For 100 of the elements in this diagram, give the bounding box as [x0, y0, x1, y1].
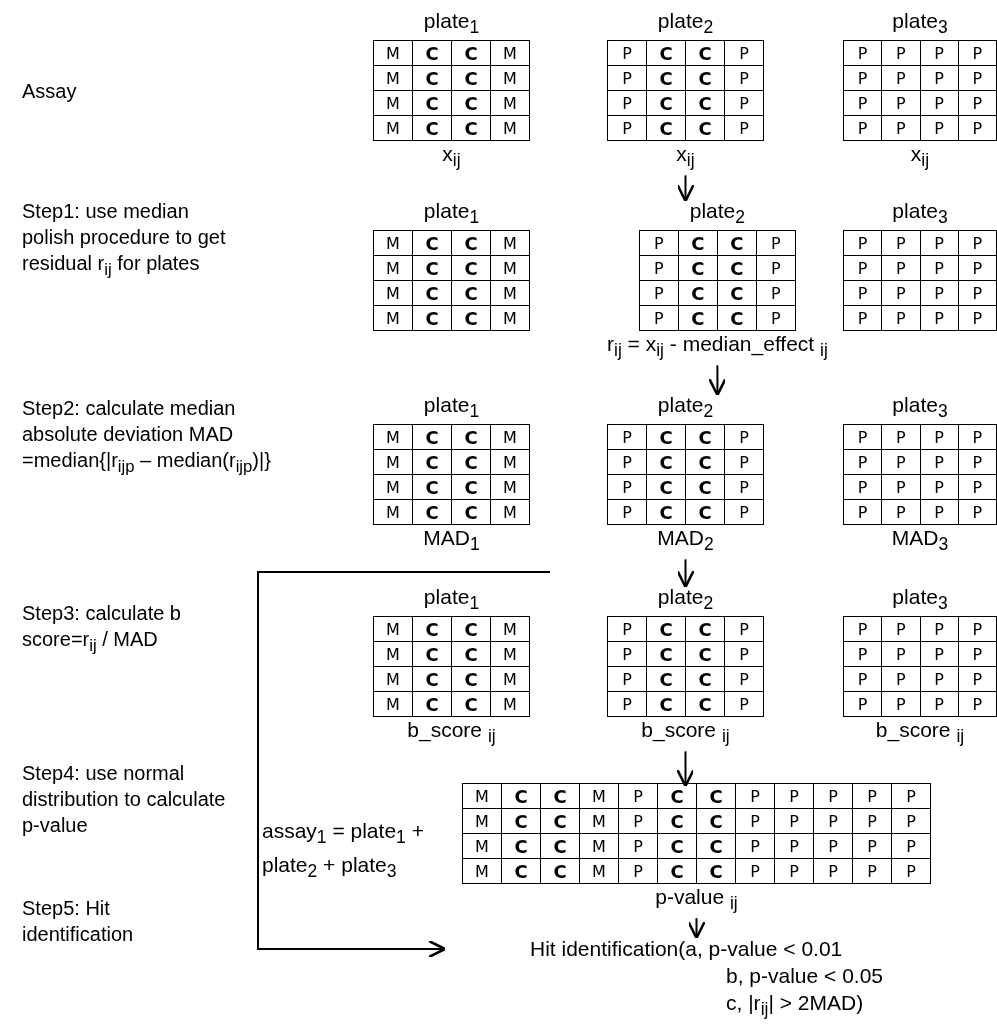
plate-well: P	[881, 280, 920, 306]
plate-well: C	[646, 641, 686, 667]
plate-title: plate$_{1}$	[423, 392, 480, 424]
plate-well: P	[774, 783, 814, 809]
plate-well: C	[451, 666, 491, 692]
step-text: Step1: use median polish procedure to get residual r$_{ij}$ for plates	[22, 199, 227, 281]
plate-well: P	[774, 833, 814, 859]
plate-well: P	[852, 858, 892, 884]
plate-title: plate$_{2}$	[657, 8, 714, 40]
plate-well: M	[373, 499, 413, 525]
formula-text: assay$_{1}$ = plate$_{1}$ + plate$_{2}$ + plate$_{3}$	[262, 818, 425, 884]
plate-well: M	[579, 783, 619, 809]
plate-well: M	[490, 40, 530, 66]
plate-well: M	[490, 65, 530, 91]
plate-well: C	[412, 255, 452, 281]
plate-well: C	[412, 280, 452, 306]
formula-caption: x$_{ij}$	[676, 141, 695, 173]
plate-well: C	[685, 90, 725, 116]
plate-well: P	[958, 305, 997, 331]
plate-well: P	[920, 280, 959, 306]
plate-well: P	[958, 616, 997, 642]
plate-well: M	[373, 474, 413, 500]
plate-well: M	[490, 691, 530, 717]
plate-title: plate$_{3}$	[892, 198, 948, 230]
plate-well: P	[881, 90, 920, 116]
formula-caption: MAD$_{1}$	[423, 525, 480, 557]
plate-well: C	[451, 65, 491, 91]
plate-well: P	[735, 833, 775, 859]
formula-caption: p-value $_{ij}$	[655, 884, 738, 916]
plate-well: C	[657, 783, 697, 809]
plate-well: P	[774, 858, 814, 884]
plate-well: P	[881, 691, 920, 717]
plate-well: P	[607, 616, 647, 642]
plate-well: C	[451, 616, 491, 642]
formula-caption: b_score $_{ij}$	[407, 717, 496, 749]
plate-well: P	[607, 115, 647, 141]
plate-well: M	[462, 833, 502, 859]
plate-well: P	[724, 666, 764, 692]
plate-well: M	[490, 666, 530, 692]
plate-well: P	[881, 424, 920, 450]
plate-well: C	[412, 230, 452, 256]
plate-well: C	[501, 808, 541, 834]
plate-well: P	[920, 691, 959, 717]
step-text: Step4: use normal distribution to calculate p-value	[22, 761, 227, 838]
formula-caption: b_score $_{ij}$	[641, 717, 730, 749]
plate-well: C	[717, 255, 757, 281]
plate-well: C	[696, 833, 736, 859]
plate-well: P	[891, 783, 931, 809]
plate-title: plate$_{3}$	[892, 584, 948, 616]
plate-well: C	[501, 858, 541, 884]
plate-well: P	[735, 808, 775, 834]
plate-well: P	[724, 40, 764, 66]
plate-title: plate$_{2}$	[689, 198, 746, 230]
plate-well: P	[881, 65, 920, 91]
plate-well: C	[412, 616, 452, 642]
plate-well: P	[958, 230, 997, 256]
plate-well: M	[490, 499, 530, 525]
plate-well: C	[678, 255, 718, 281]
plate-well: C	[412, 474, 452, 500]
plate-well: M	[462, 783, 502, 809]
plate-well: M	[579, 833, 619, 859]
plate-well: C	[646, 424, 686, 450]
plate-well: M	[373, 280, 413, 306]
plate-well: C	[451, 499, 491, 525]
plate-well: P	[724, 499, 764, 525]
plate-well: M	[373, 449, 413, 475]
plate-well: C	[501, 783, 541, 809]
plate-well: P	[607, 474, 647, 500]
plate-well: P	[852, 808, 892, 834]
plate-well: P	[607, 65, 647, 91]
plate-well: P	[843, 65, 882, 91]
plate-well: P	[607, 499, 647, 525]
plate-well: P	[958, 449, 997, 475]
plate-well: P	[852, 783, 892, 809]
plate-title: plate$_{1}$	[423, 8, 480, 40]
plate-well: P	[607, 40, 647, 66]
plate-title: plate$_{2}$	[657, 584, 714, 616]
plate-well: C	[685, 666, 725, 692]
plate-well: M	[490, 474, 530, 500]
plate-well: P	[920, 474, 959, 500]
plate-well: P	[843, 666, 882, 692]
plate-well: M	[373, 90, 413, 116]
arrow	[687, 917, 706, 940]
plate-well: P	[724, 616, 764, 642]
plate-well: P	[920, 40, 959, 66]
plate-well: P	[881, 499, 920, 525]
plate-well: C	[412, 115, 452, 141]
plate-well: P	[881, 40, 920, 66]
plate-well: P	[639, 305, 679, 331]
plate-well: C	[451, 115, 491, 141]
plate-well: C	[646, 449, 686, 475]
plate-well: C	[646, 499, 686, 525]
plate-well: P	[774, 808, 814, 834]
plate-well: C	[412, 499, 452, 525]
plate-well: M	[462, 858, 502, 884]
plate-well: C	[412, 305, 452, 331]
plate-well: P	[756, 230, 796, 256]
plate-well: P	[724, 641, 764, 667]
plate-well: P	[639, 255, 679, 281]
plate-well: C	[412, 691, 452, 717]
